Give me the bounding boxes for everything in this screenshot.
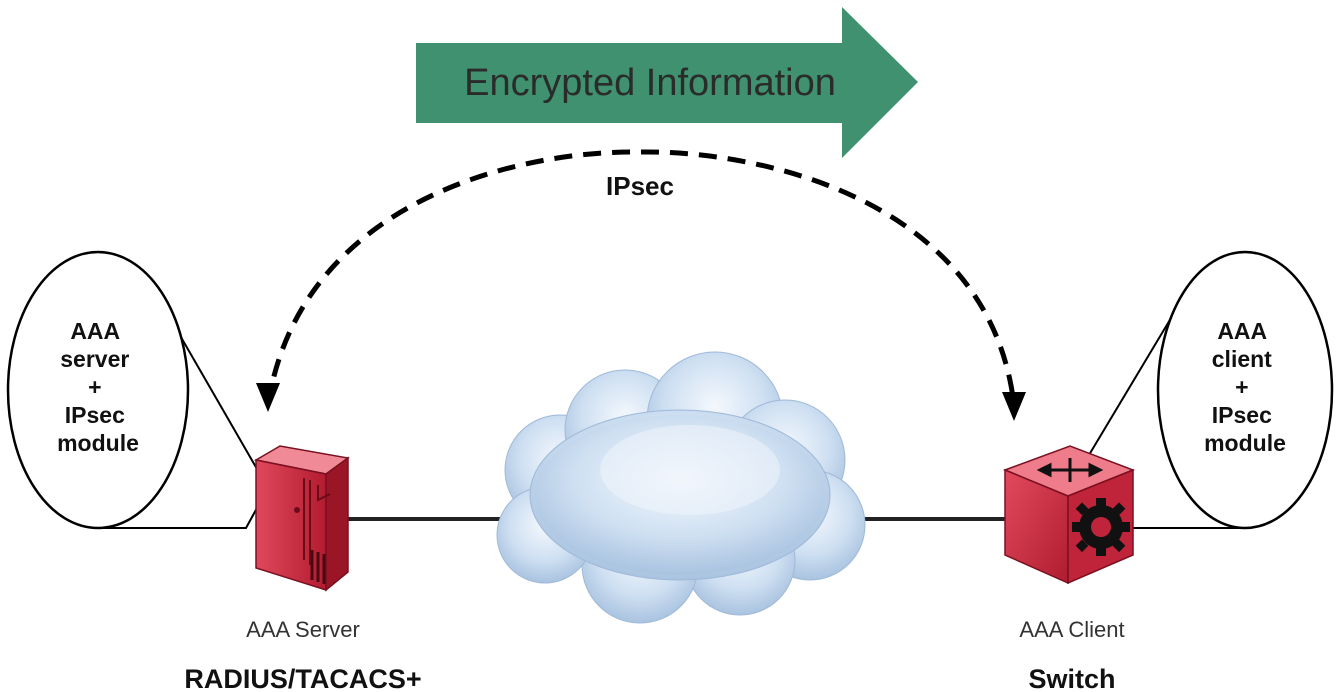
switch-icon [1002, 445, 1136, 585]
server-bubble-ellipse [6, 250, 190, 530]
client-role-label: Switch [1028, 664, 1115, 692]
server-bubble-line: IPsec [65, 402, 125, 428]
server-bubble-line: AAA [70, 318, 119, 344]
ipsec-tunnel: IPsec [256, 149, 1026, 421]
gear-icon [1072, 498, 1130, 556]
cloud-icon [496, 351, 866, 624]
client-bubble-ellipse [1156, 250, 1334, 530]
server-bubble-text: AAA server + IPsec module [57, 318, 139, 456]
encrypted-information-arrow: Encrypted Information [416, 7, 918, 158]
client-bubble-line: AAA [1217, 318, 1266, 344]
server-icon [253, 445, 350, 592]
client-bubble-line: IPsec [1212, 402, 1272, 428]
server-role-label: RADIUS/TACACS+ [184, 664, 421, 692]
client-bubble-text: AAA client + IPsec module [1204, 318, 1286, 456]
client-bubble-line: module [1204, 430, 1286, 456]
client-bubble-line: + [1235, 374, 1248, 400]
server-bubble-line: + [88, 374, 101, 400]
arc-left-arrowhead [256, 383, 280, 412]
server-bubble: AAA server + IPsec module [6, 250, 270, 530]
client-bubble-line: client [1212, 346, 1272, 372]
banner-label: Encrypted Information [464, 62, 836, 104]
ipsec-label: IPsec [606, 171, 674, 201]
server-bubble-line: server [60, 346, 129, 372]
banner-arrow-shape [416, 7, 918, 158]
server-bubble-line: module [57, 430, 139, 456]
server-caption: AAA Server [246, 617, 360, 642]
client-bubble: AAA client + IPsec module [1078, 250, 1334, 530]
client-caption: AAA Client [1019, 617, 1124, 642]
ipsec-dashed-arc [265, 149, 1017, 406]
arc-right-arrowhead [1002, 392, 1026, 421]
